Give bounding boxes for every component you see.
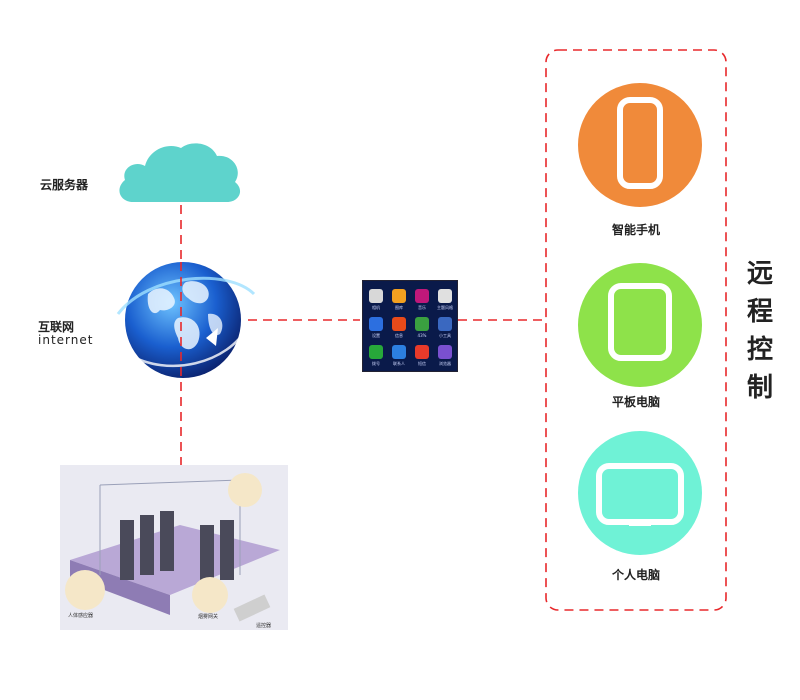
label-smoke-gateway: 烟雾网关	[198, 613, 218, 620]
battery-app-icon	[415, 317, 429, 331]
remote-char: 程	[746, 297, 773, 327]
theme-app-icon	[438, 289, 452, 303]
pc-label: 个人电脑	[612, 568, 661, 582]
app-label: 43%	[417, 333, 427, 338]
widget-app-icon	[438, 317, 452, 331]
gallery-app-icon	[392, 289, 406, 303]
app-label: 音乐	[418, 305, 426, 310]
settings-app-icon	[369, 317, 383, 331]
sms-app-icon	[415, 345, 429, 359]
label-remote-control: 遥控器	[256, 622, 271, 629]
internet-label-cn: 互联网	[38, 320, 75, 334]
camera-app-icon	[369, 289, 383, 303]
internet-label-en: internet	[38, 333, 94, 347]
remote-control-title: 远 程 控 制	[745, 255, 775, 407]
app-label: 主题风格	[437, 305, 453, 310]
label-human-sensor: 人体感应器	[68, 612, 93, 619]
remote-char: 远	[746, 259, 773, 289]
remote-char: 控	[746, 335, 773, 365]
smartphone-label: 智能手机	[612, 223, 661, 237]
phone-app-screen: 相机 图库 音乐 主题风格 设置 信息 43% 小工具 拨号 联系人 短信 浏览…	[362, 280, 458, 372]
tablet-label: 平板电脑	[612, 395, 661, 409]
app-label: 浏览器	[439, 361, 451, 366]
contacts-app-icon	[392, 345, 406, 359]
cloud-icon	[119, 143, 241, 202]
app-label: 短信	[418, 361, 426, 366]
tablet-icon	[608, 283, 672, 361]
pc-node	[578, 431, 702, 555]
globe-icon	[116, 262, 256, 378]
datacenter-illustration: 人体感应器 烟雾网关 遥控器	[60, 465, 288, 630]
app-label: 联系人	[393, 361, 405, 366]
message-app-icon	[392, 317, 406, 331]
smartphone-icon	[617, 97, 663, 189]
app-label: 相机	[372, 305, 380, 310]
app-label: 图库	[395, 305, 403, 310]
app-label: 设置	[372, 333, 380, 338]
remote-control-frame	[545, 49, 727, 611]
app-label: 拨号	[372, 361, 380, 366]
tablet-node	[578, 263, 702, 387]
phone-app-icon	[369, 345, 383, 359]
cloud-label: 云服务器	[40, 178, 89, 192]
music-app-icon	[415, 289, 429, 303]
app-label: 小工具	[439, 333, 451, 338]
smartphone-node	[578, 83, 702, 207]
app-label: 信息	[395, 333, 403, 338]
remote-char: 制	[746, 373, 773, 403]
browser-app-icon	[438, 345, 452, 359]
